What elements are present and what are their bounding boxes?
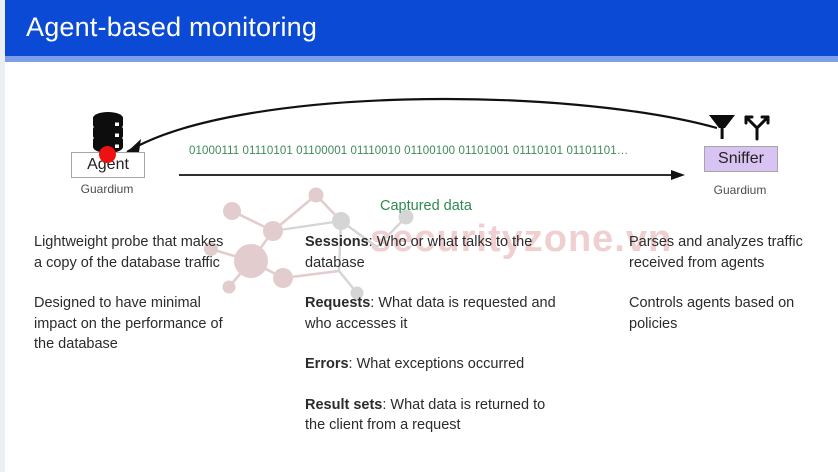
captured-term-requests: Requests (305, 295, 371, 312)
middle-text-column: Sessions: Who or what talks to the datab… (305, 232, 565, 436)
right-text-column: Parses and analyzes traffic received fro… (629, 232, 834, 334)
captured-term-errors: Errors (305, 356, 349, 373)
captured-item-errors: Errors: What exceptions occurred (305, 354, 565, 375)
sniffer-node-box[interactable]: Sniffer (704, 146, 778, 172)
captured-term-sessions: Sessions (305, 234, 369, 250)
sniffer-icon-group (709, 115, 770, 141)
title-bar (5, 0, 838, 56)
right-paragraph-2: Controls agents based on policies (629, 295, 795, 332)
straight-arrow-head (671, 170, 685, 180)
binary-stream-text: 01000111 01110101 01100001 01110010 0110… (189, 145, 629, 157)
captured-desc-requests: : What data is requested and who accesse… (305, 295, 556, 332)
captured-desc-errors: : What exceptions occurred (348, 356, 525, 373)
left-paragraph-1: Lightweight probe that makes a copy of t… (34, 234, 224, 271)
funnel-filter-icon (709, 115, 735, 139)
captured-item-requests: Requests: What data is requested and who… (305, 293, 565, 334)
captured-item-sessions: Sessions: Who or what talks to the datab… (305, 232, 565, 273)
captured-term-result-sets: Result sets (305, 396, 383, 413)
left-text-column: Lightweight probe that makes a copy of t… (34, 232, 224, 355)
sniffer-product-label: Guardium (713, 183, 767, 197)
captured-desc-result-sets: : What data is returned to the client fr… (305, 396, 546, 434)
agent-node-box[interactable]: Agent (71, 152, 145, 178)
curved-arrow-head (127, 139, 141, 152)
title-bar-underline (5, 56, 838, 62)
red-status-dot (99, 146, 116, 163)
agent-product-label: Guardium (80, 182, 134, 196)
captured-desc-sessions: : Who or what talks to the database (305, 234, 533, 271)
captured-item-result-sets: Result sets: What data is returned to th… (305, 395, 565, 436)
right-paragraph-1: Parses and analyzes traffic received fro… (629, 234, 803, 271)
captured-data-label: Captured data (380, 198, 472, 214)
left-paragraph-2: Designed to have minimal impact on the p… (34, 295, 223, 353)
page-title: Agent-based monitoring (26, 12, 318, 42)
branching-arrow-icon (744, 115, 770, 141)
